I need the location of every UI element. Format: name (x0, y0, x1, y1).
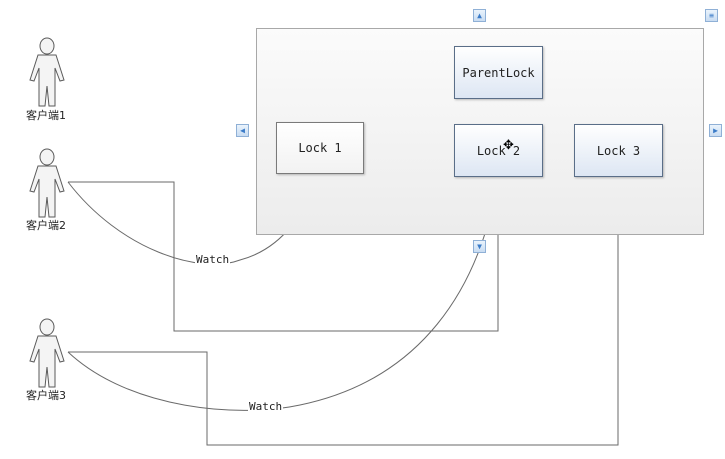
edge-client3-to-lock-3 (68, 178, 618, 446)
node-parent-lock[interactable]: ParentLock (454, 46, 543, 99)
edge-label-watch-2: Watch (248, 400, 284, 413)
edge-label-watch-1: Watch (195, 253, 231, 266)
actor-client3-icon[interactable] (29, 318, 65, 388)
node-lock-3-label: Lock 3 (596, 143, 641, 158)
arrow-right-icon[interactable]: ▶ (709, 124, 722, 137)
move-cursor-icon: ✥ (503, 138, 514, 153)
menu-icon[interactable]: ≡ (705, 9, 718, 22)
actor-client1-icon[interactable] (29, 37, 65, 107)
arrow-left-icon[interactable]: ◀ (236, 124, 249, 137)
arrow-up-icon[interactable]: ▲ (473, 9, 486, 22)
node-lock-3[interactable]: Lock 3 (574, 124, 663, 177)
node-lock-2-label: Lock 2 (476, 143, 521, 158)
node-parent-lock-label: ParentLock (462, 65, 535, 80)
actor-label-client2: 客户端2 (26, 219, 66, 232)
edge-client3-watch-lock-2 (67, 178, 498, 411)
actor-label-client3: 客户端3 (26, 389, 66, 402)
actor-label-client1: 客户端1 (26, 109, 66, 122)
node-lock-2[interactable]: Lock 2 (454, 124, 543, 177)
actor-client2-icon[interactable] (29, 148, 65, 218)
node-lock-1[interactable]: Lock 1 (276, 122, 364, 174)
arrow-down-icon[interactable]: ▼ (473, 240, 486, 253)
node-lock-1-label: Lock 1 (298, 141, 342, 155)
edge-client2-to-lock-2 (68, 178, 498, 332)
